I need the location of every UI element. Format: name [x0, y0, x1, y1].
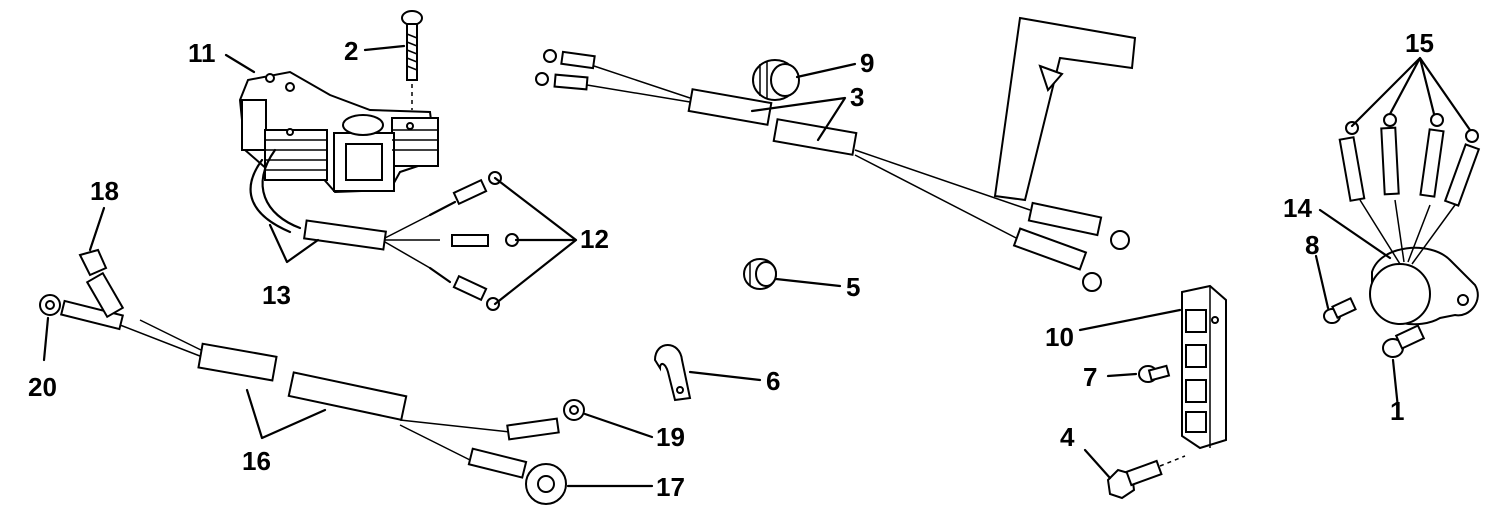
- leader-lines: [42, 44, 1472, 488]
- callout-labels: 1 2 3 4 5 6 7 8 9 10 11 12 13 14 15 16 1…: [28, 28, 1434, 502]
- callout-8: 8: [1305, 230, 1319, 260]
- callout-17: 17: [656, 472, 685, 502]
- terminal-block: [1181, 284, 1227, 450]
- hex-bolt: [1106, 455, 1186, 500]
- screw-small: [1138, 364, 1171, 383]
- grommet-large: [752, 59, 800, 101]
- callout-6: 6: [766, 366, 780, 396]
- stator-lead-harness: [249, 148, 519, 311]
- cable-clamp: [653, 344, 692, 402]
- callout-3: 3: [850, 82, 864, 112]
- stator-coil-assembly: [238, 70, 439, 194]
- callout-1: 1: [1390, 396, 1404, 426]
- callout-16: 16: [242, 446, 271, 476]
- callout-4: 4: [1060, 422, 1075, 452]
- callout-19: 19: [656, 422, 685, 452]
- grommet-small: [743, 258, 777, 290]
- wiring-harness-long: [535, 16, 1137, 292]
- callout-2: 2: [344, 36, 358, 66]
- callout-20: 20: [28, 372, 57, 402]
- callout-13: 13: [262, 280, 291, 310]
- callout-11: 11: [188, 38, 216, 68]
- screw-solenoid-left: [1323, 297, 1357, 324]
- callout-15: 15: [1405, 28, 1434, 58]
- screw-solenoid-right: [1382, 324, 1426, 358]
- callout-18: 18: [90, 176, 119, 206]
- solenoid: [1369, 246, 1479, 326]
- callout-10: 10: [1045, 322, 1074, 352]
- callout-12: 12: [580, 224, 609, 254]
- solenoid-leads: [1338, 113, 1481, 265]
- callout-7: 7: [1083, 362, 1097, 392]
- callout-9: 9: [860, 48, 874, 78]
- callout-14: 14: [1283, 193, 1312, 223]
- callout-5: 5: [846, 272, 860, 302]
- wiring-harness-lower: [39, 248, 585, 505]
- screw: [401, 10, 423, 110]
